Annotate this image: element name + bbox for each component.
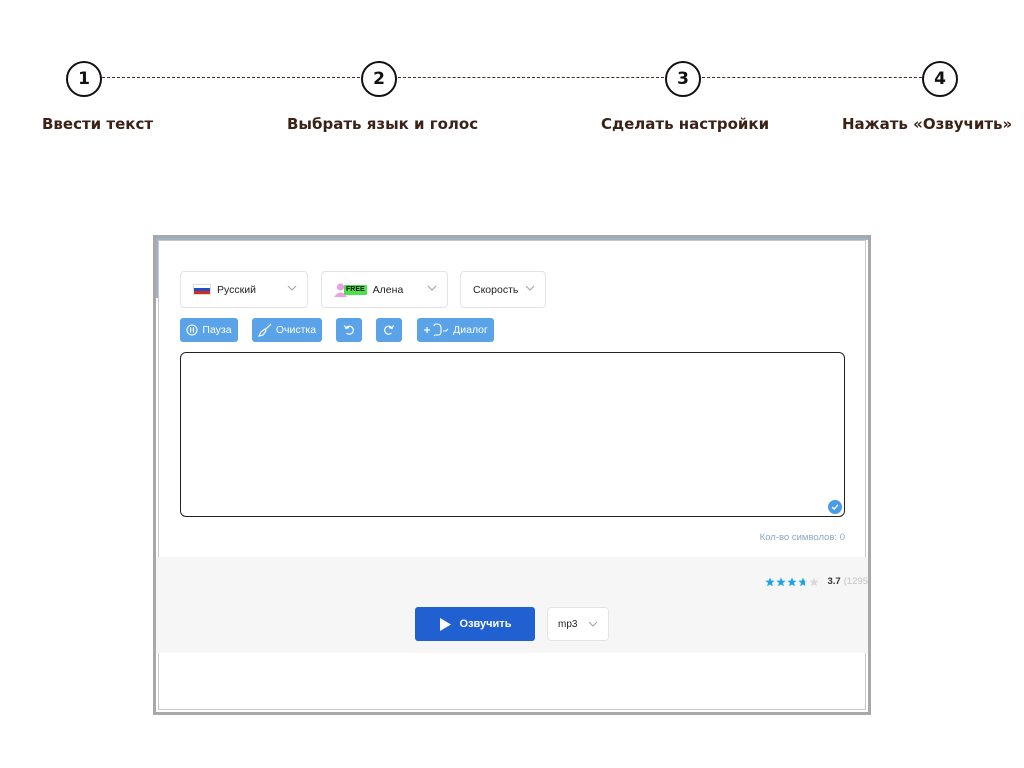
star-icon[interactable] — [776, 577, 787, 587]
format-select[interactable]: mp3 — [547, 607, 609, 641]
broom-icon — [257, 323, 272, 337]
chevron-down-icon — [427, 285, 437, 291]
chevron-down-icon — [525, 285, 535, 291]
russian-flag-icon — [193, 284, 211, 295]
chevron-down-icon — [287, 285, 297, 291]
redo-icon — [384, 325, 395, 335]
frame-accent — [156, 238, 158, 298]
pause-button-label: Пауза — [202, 324, 232, 336]
frame-accent — [156, 238, 868, 240]
step-connector — [702, 77, 922, 78]
pause-button[interactable]: Пауза — [180, 318, 238, 342]
dialog-button-label: Диалог — [453, 324, 488, 336]
step-4-circle: 4 — [922, 61, 958, 97]
format-select-value: mp3 — [558, 618, 578, 630]
star-icon[interactable] — [787, 577, 798, 587]
chevron-down-icon — [588, 621, 598, 627]
speed-select[interactable]: Скорость — [460, 271, 546, 308]
rating-value: 3.7 — [827, 576, 841, 587]
clear-button-label: Очистка — [275, 324, 317, 336]
female-avatar-icon — [334, 283, 347, 297]
text-input-area[interactable] — [180, 352, 845, 517]
step-3-label: Сделать настройки — [601, 115, 770, 133]
spellcheck-badge — [828, 500, 842, 514]
speak-button[interactable]: Озвучить — [415, 607, 535, 641]
check-icon — [828, 500, 842, 514]
voice-select[interactable]: FREE Алена — [321, 271, 448, 308]
star-icon[interactable] — [765, 577, 776, 587]
tts-app-screenshot: Русский FREE Алена Скорость Пауза Очистк… — [153, 235, 871, 715]
rating-widget[interactable]: 3.7 (1295 — [765, 576, 868, 587]
play-icon — [439, 617, 451, 631]
free-badge: FREE — [344, 284, 367, 295]
steps-header: 1 2 3 4 Ввести текст Выбрать язык и голо… — [0, 0, 1024, 150]
voice-select-value: Алена — [372, 283, 404, 296]
language-select-value: Русский — [217, 283, 256, 296]
step-4-label: Нажать «Озвучить» — [842, 115, 1013, 133]
rating-count: (1295 — [843, 576, 868, 587]
dialog-button[interactable]: Диалог — [417, 318, 494, 342]
star-icon[interactable] — [809, 577, 820, 587]
step-3-circle: 3 — [665, 61, 701, 97]
pause-icon — [186, 324, 198, 336]
clear-button[interactable]: Очистка — [252, 318, 322, 342]
speed-select-value: Скорость — [473, 283, 519, 296]
language-select[interactable]: Русский — [180, 271, 308, 308]
step-1-label: Ввести текст — [42, 115, 154, 133]
add-dialog-icon — [424, 323, 449, 337]
speak-button-label: Озвучить — [459, 618, 512, 630]
step-2-label: Выбрать язык и голос — [287, 115, 479, 133]
redo-button[interactable] — [376, 318, 402, 342]
step-connector — [102, 77, 360, 78]
undo-icon — [343, 325, 354, 335]
character-count: Кол-во символов: 0 — [759, 532, 845, 543]
rating-stars — [765, 577, 820, 587]
step-2-circle: 2 — [361, 61, 397, 97]
action-panel: 3.7 (1295 Озвучить mp3 — [156, 557, 868, 653]
step-connector — [398, 77, 664, 78]
undo-button[interactable] — [336, 318, 362, 342]
step-1-circle: 1 — [66, 61, 102, 97]
star-icon[interactable] — [798, 577, 809, 587]
